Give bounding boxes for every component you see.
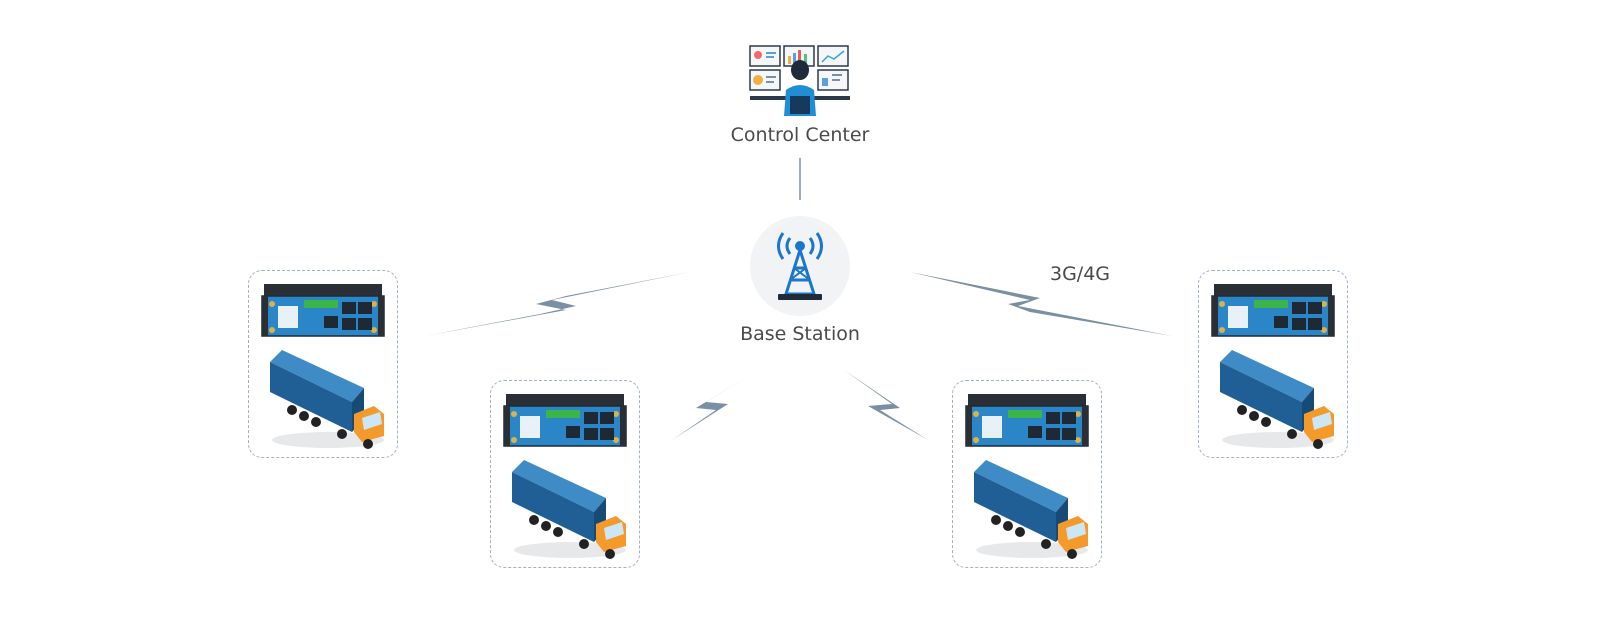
control-center-label: Control Center (730, 124, 870, 146)
vehicle-unit-2 (490, 380, 640, 568)
wireless-link-right-top (910, 272, 1172, 336)
operator-monitors-icon (749, 45, 850, 116)
vehicle-unit-3 (952, 380, 1102, 568)
container-truck-icon (512, 460, 626, 559)
container-truck-icon (270, 350, 384, 449)
control-center-node (748, 44, 852, 118)
industrial-router-icon (503, 394, 627, 447)
vehicle-unit-1 (248, 270, 398, 458)
industrial-router-icon (1211, 284, 1335, 337)
wireless-link-left-bottom (672, 370, 758, 440)
link-type-label: 3G/4G (1050, 263, 1111, 285)
wireless-link-right-bottom (844, 370, 928, 440)
container-truck-icon (1220, 350, 1334, 449)
industrial-router-icon (261, 284, 385, 337)
wireless-link-left-top (425, 272, 690, 336)
base-station-node (750, 216, 850, 316)
industrial-router-icon (965, 394, 1089, 447)
cell-tower-icon (777, 232, 823, 300)
vehicle-unit-4 (1198, 270, 1348, 458)
container-truck-icon (974, 460, 1088, 559)
base-station-label: Base Station (740, 323, 860, 345)
